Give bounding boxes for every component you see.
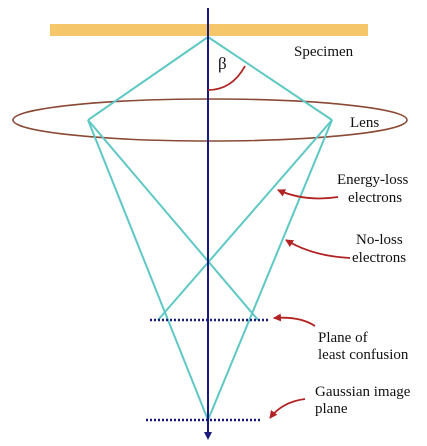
no-loss-label-line2: electrons bbox=[352, 250, 406, 266]
specimen-label: Specimen bbox=[294, 44, 354, 60]
plane-confusion-label-line2: least confusion bbox=[318, 347, 409, 363]
incident-rays bbox=[87, 36, 333, 121]
lens-label: Lens bbox=[350, 115, 379, 131]
energy-loss-ray-left bbox=[87, 119, 259, 321]
plane-confusion-label-line1: Plane of bbox=[318, 330, 368, 346]
pointer-arrows bbox=[269, 189, 351, 419]
energy-loss-label-line1: Energy-loss bbox=[337, 172, 409, 188]
no-loss-pointer bbox=[285, 239, 351, 259]
no-loss-label-line1: No-loss bbox=[356, 232, 403, 248]
energy-loss-ray-right bbox=[157, 119, 333, 321]
gaussian-label-line1: Gaussian image bbox=[315, 384, 411, 400]
energy-loss-pointer bbox=[277, 189, 339, 200]
energy-loss-label-line2: electrons bbox=[348, 190, 402, 206]
incident-ray-left bbox=[87, 36, 209, 121]
beta-angle-arc bbox=[207, 65, 246, 91]
beta-label: β bbox=[218, 54, 227, 73]
plane-confusion-pointer bbox=[273, 313, 316, 327]
incident-ray-right bbox=[207, 36, 333, 121]
gaussian-pointer bbox=[269, 398, 306, 419]
no-loss-ray-left bbox=[87, 119, 209, 421]
refracted-rays bbox=[87, 119, 333, 421]
no-loss-ray-right bbox=[207, 119, 333, 421]
gaussian-label-line2: plane bbox=[315, 401, 348, 417]
lens-ellipse bbox=[12, 98, 408, 142]
